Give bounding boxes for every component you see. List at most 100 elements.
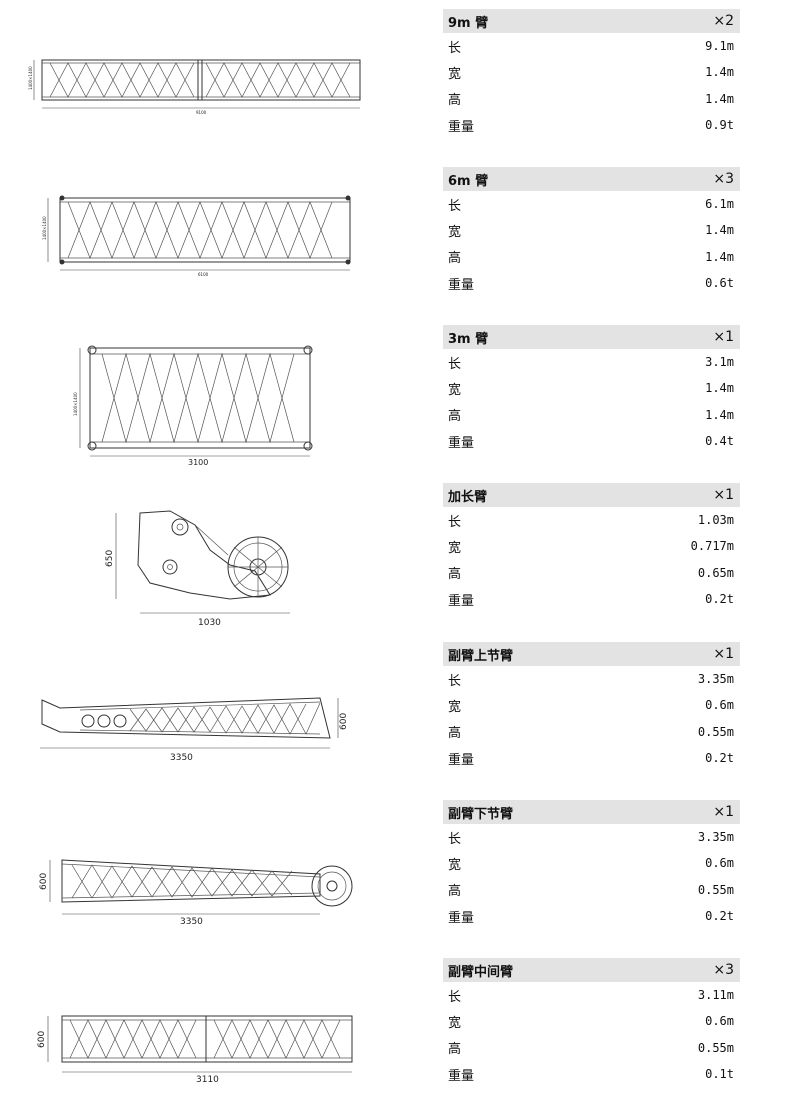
spec-value: 0.55m [697,882,734,897]
spec-label: 重量 [448,593,475,609]
drawing-9m-boom: 1400×1400 9100 [20,50,361,125]
drawing-3m-boom: 1400×1400 3100 [20,338,360,468]
spec-label: 重量 [448,435,475,451]
spec-label: 长 [448,831,462,847]
drawing-jib-lower: 600 3350 [20,852,360,932]
spec-row-weight: 重量 0.9t [443,112,740,138]
spec-value: 0.6t [705,276,734,291]
drawing-jib-middle: 600 3110 [20,1008,360,1088]
spec-value: 0.2t [705,751,734,766]
spec-title: 6m 臂 [448,173,489,189]
drawing-jib-middle-svg: 600 3110 [37,1015,353,1085]
spec-row-height: 高 1.4m [443,402,740,428]
spec-value: 3.35m [697,672,734,687]
spec-quantity: ×3 [713,171,734,187]
spec-value: 1.4m [705,381,734,396]
drawing-6m-boom-svg: 1400×1400 6100 [42,195,351,277]
drawing-jib-middle-height-label: 600 [37,1031,47,1048]
drawing-6m-boom-frame [59,197,351,263]
spec-label: 高 [448,251,462,267]
drawing-3m-boom-frame [89,347,311,449]
spec-row-width: 宽 0.6m [443,692,740,718]
spec-label: 长 [448,356,462,372]
drawing-jib-lower-length-label: 3350 [180,917,203,927]
spec-row-length: 长 3.35m [443,824,740,850]
spec-label: 长 [448,514,462,530]
drawing-jib-middle-length-label: 3110 [196,1075,219,1085]
spec-header: 加长臂 ×1 [443,483,740,507]
spec-value: 1.03m [697,513,734,528]
spec-row-weight: 重量 0.6t [443,270,740,296]
spec-label: 重量 [448,910,475,926]
spec-header: 副臂上节臂 ×1 [443,642,740,666]
drawing-extension-length-label: 1030 [198,618,221,628]
spec-label: 长 [448,40,462,56]
spec-title: 加长臂 [448,489,488,505]
drawing-jib-middle-frame [61,1015,353,1063]
spec-value: 0.2t [705,592,734,607]
spec-header: 9m 臂 ×2 [443,9,740,33]
spec-value: 3.1m [705,355,734,370]
spec-value: 0.6m [705,856,734,871]
spec-label: 重量 [448,1068,475,1084]
spec-value: 1.4m [705,407,734,422]
spec-quantity: ×1 [713,646,734,662]
spec-row-length: 长 3.1m [443,349,740,375]
drawing-extension-height-label: 650 [105,550,115,567]
drawing-extension-body [137,510,271,600]
drawing-jib-upper: 3350 600 [20,690,360,770]
spec-label: 高 [448,726,462,742]
spec-label: 高 [448,1042,462,1058]
spec-row-length: 长 3.35m [443,666,740,692]
spec-label: 宽 [448,1015,462,1031]
spec-header: 副臂中间臂 ×3 [443,958,740,982]
spec-value: 0.9t [705,118,734,133]
drawing-6m-length-label: 6100 [198,272,209,277]
spec-value: 3.11m [697,988,734,1003]
drawing-3m-height-label: 1400×1400 [73,392,78,416]
spec-header: 6m 臂 ×3 [443,167,740,191]
drawing-extension-boom: 650 1030 [20,505,360,635]
spec-value: 0.6m [705,698,734,713]
drawing-jib-lower-height-label: 600 [39,873,49,890]
spec-quantity: ×3 [713,962,734,978]
drawing-jib-upper-length-label: 3350 [170,753,193,763]
drawing-3m-boom-svg: 1400×1400 3100 [73,345,313,467]
spec-label: 宽 [448,382,462,398]
spec-value: 0.65m [697,565,734,580]
spec-label: 宽 [448,224,462,240]
spec-value: 3.35m [697,830,734,845]
spec-label: 长 [448,673,462,689]
spec-value: 0.6m [705,1014,734,1029]
spec-value: 1.4m [705,223,734,238]
drawing-6m-height-label: 1400×1400 [42,216,47,240]
spec-label: 重量 [448,277,475,293]
spec-label: 高 [448,409,462,425]
spec-row-length: 长 1.03m [443,507,740,533]
spec-label: 高 [448,884,462,900]
spec-quantity: ×1 [713,329,734,345]
spec-row-height: 高 0.55m [443,877,740,903]
spec-value: 1.4m [705,91,734,106]
spec-value: 1.4m [705,65,734,80]
spec-label: 宽 [448,699,462,715]
spec-label: 重量 [448,119,475,135]
drawing-jib-upper-svg: 3350 600 [40,697,349,763]
spec-value: 0.55m [697,1040,734,1055]
spec-row-width: 宽 1.4m [443,375,740,401]
spec-value: 6.1m [705,197,734,212]
